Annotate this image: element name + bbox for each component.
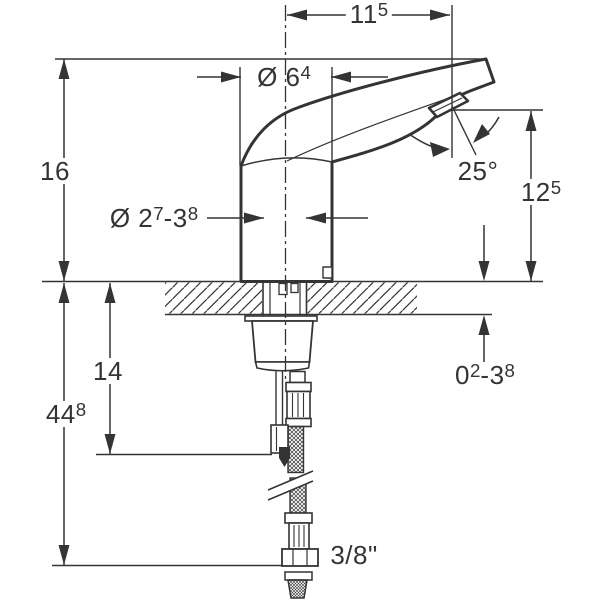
dim-value: Ø 2: [109, 203, 154, 234]
dim-outlet-height-label: 125: [516, 176, 566, 208]
dim-sup: 2: [470, 359, 481, 381]
dim-sup: 5: [550, 176, 562, 198]
dim-sup: 7: [153, 202, 164, 224]
dim-sup: 5: [377, 0, 389, 20]
hose-break-line: [267, 470, 314, 491]
dim-height-above-deck-label: 16: [36, 158, 74, 184]
dim-sup: 8: [504, 359, 515, 381]
dim-sup: 4: [300, 61, 311, 83]
dim-value: -3: [480, 360, 505, 391]
cable-plug: [279, 447, 290, 458]
spout-highlight-line: [286, 96, 453, 162]
dim-connection-size-label: 3/8": [330, 542, 377, 568]
dim-hose-length-label: 448: [41, 398, 91, 430]
dim-spout-angle-label: 25°: [458, 158, 499, 184]
aerator-filter: [287, 579, 308, 599]
dim-value: 12: [520, 177, 551, 208]
base-top-arc: [240, 157, 333, 167]
dim-value: 14: [93, 356, 123, 386]
hose-break-line: [267, 480, 314, 501]
dim-sup: 8: [187, 202, 199, 224]
mounting-cone-nut: [251, 320, 314, 372]
supply-hose: [267, 370, 319, 599]
under-deck-assembly: [244, 208, 319, 599]
dimension-arrows: [58, 9, 537, 565]
dim-value: 44: [45, 399, 76, 430]
dim-cable-length-label: 14: [89, 358, 127, 384]
aerator-flange: [284, 571, 313, 581]
countertop-deck: [42, 280, 543, 316]
hose-break-gap: [268, 471, 313, 500]
dim-deck-thickness-label: 02-38: [455, 359, 515, 391]
braided-hose-upper: [287, 425, 305, 474]
dim-body-diameter-label: Ø 64: [257, 61, 311, 93]
dim-tap-hole-diameter-label: Ø 27-38: [109, 202, 199, 234]
faucet-body: [239, 57, 496, 283]
dim-value: -3: [163, 203, 188, 234]
sensor-cable: [270, 371, 290, 467]
extension-lines: [52, 5, 543, 567]
dim-value: 11: [349, 0, 378, 30]
dim-value: 16: [40, 156, 70, 186]
dim-value: 25°: [457, 156, 499, 186]
dim-value: 0: [455, 360, 471, 391]
angle-reference-line: [451, 105, 477, 156]
angle-annotation: [408, 105, 500, 157]
faucet-outline: [239, 57, 496, 283]
deck-hatching-left: [165, 282, 262, 314]
dim-value: 3/8": [330, 540, 378, 570]
dim-value: Ø 6: [257, 62, 301, 93]
dim-spout-reach-label: 115: [345, 0, 393, 30]
base-detail-box: [322, 266, 333, 279]
dim-sup: 8: [75, 398, 87, 420]
deck-hatching-right: [307, 282, 417, 314]
spout-outlet-inner-line: [432, 97, 463, 113]
hose-connection-nut: [281, 548, 319, 567]
